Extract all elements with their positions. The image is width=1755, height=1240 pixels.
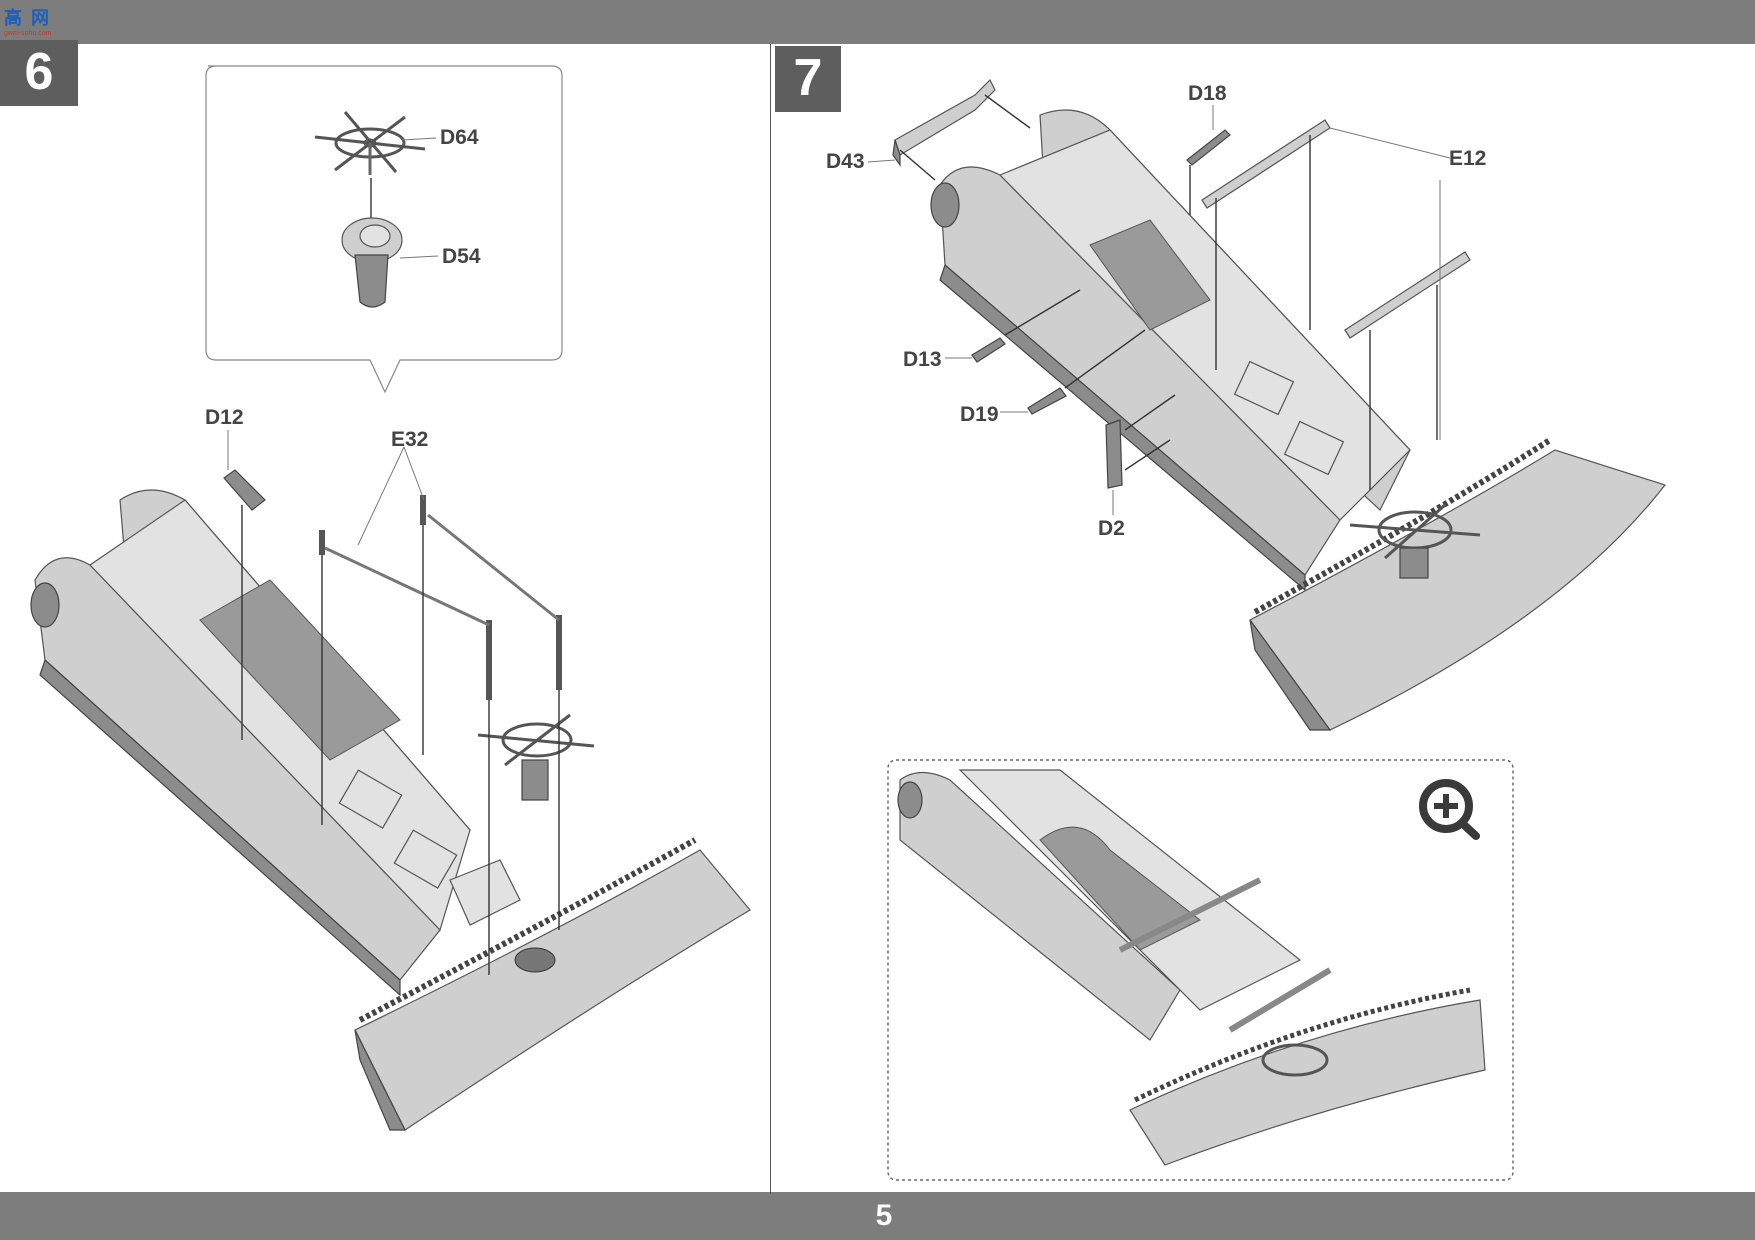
step-7-zoom-inset [887,759,1514,1181]
part-d13 [945,289,1081,363]
bracket-d12 [223,430,266,740]
step-6-carriage [30,489,751,1131]
label-d2: D2 [1098,517,1125,540]
zoom-in-icon [1419,779,1480,840]
label-e32: E32 [391,428,429,451]
ship-wheel-icon [1349,503,1481,579]
bottom-band [0,1192,1755,1240]
plate-d43 [867,78,1031,181]
bars-e12 [1201,119,1471,490]
step-6-detail-callout [205,65,563,394]
label-e12: E12 [1449,147,1487,170]
part-d2 [1105,394,1176,515]
label-d19: D19 [960,403,999,426]
label-d12: D12 [205,406,244,429]
page-number: 5 [875,1199,893,1232]
label-d13: D13 [903,348,942,371]
label-d18: D18 [1188,82,1227,105]
label-d54: D54 [442,245,481,268]
pins-e32 [319,446,562,975]
part-d19 [1000,329,1146,415]
top-band [0,0,1755,44]
step-7-badge: 7 [775,46,841,112]
page-divider [770,44,771,1194]
pedestal-icon [341,217,403,308]
ship-wheel-icon [314,111,426,175]
label-d43: D43 [826,150,865,173]
step-7-carriage [930,109,1667,731]
label-d64: D64 [440,126,479,149]
step-6-badge: 6 [0,40,78,106]
watermark-logo: 高 网 gwm-sohu.com [4,8,52,37]
part-d18 [1186,105,1231,215]
ship-wheel-icon [477,713,595,801]
